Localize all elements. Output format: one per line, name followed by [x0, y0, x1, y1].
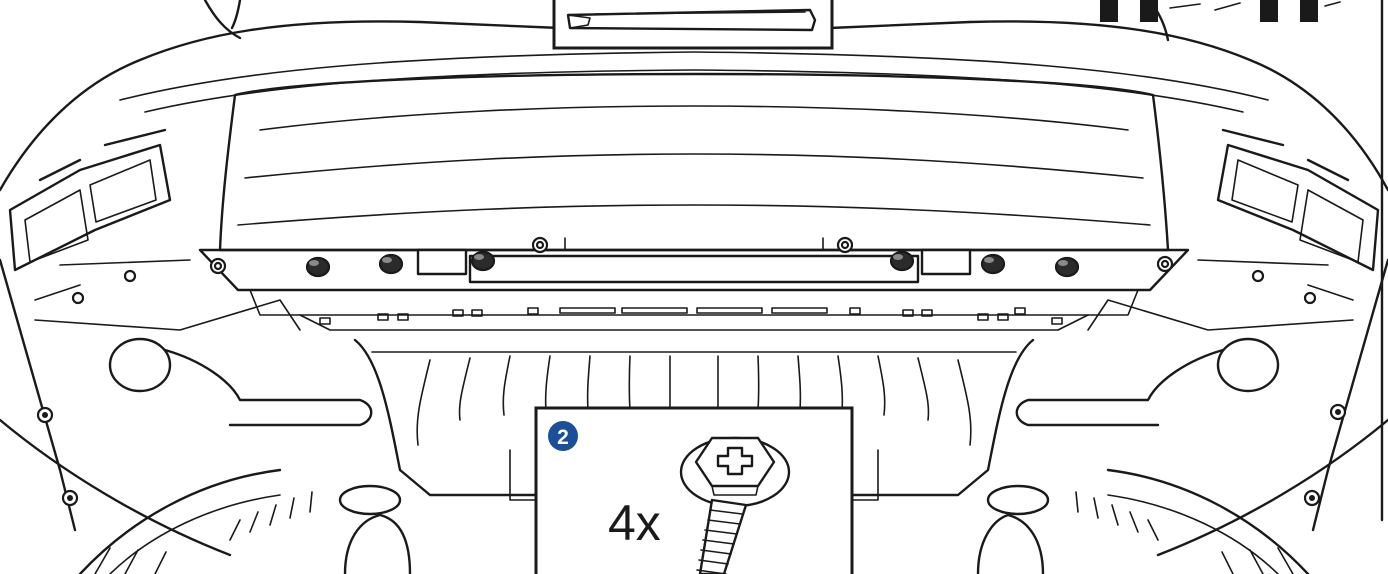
ring-clip — [531, 236, 549, 254]
exhaust-pipe-right — [1015, 259, 1354, 427]
side-screw-right-lower — [1303, 489, 1321, 507]
ring-clip — [209, 257, 227, 275]
step-badge: 2 — [548, 421, 578, 451]
exhaust-tip-right — [1216, 128, 1380, 272]
grommet — [305, 256, 331, 278]
tire-left — [78, 468, 412, 574]
step-number: 2 — [557, 426, 569, 449]
trim-removal-tool-icon — [566, 8, 817, 32]
grommet — [1054, 256, 1080, 278]
clips-callout — [1100, 0, 1384, 522]
exhaust-tip-left — [8, 128, 172, 272]
fascia-slots — [319, 307, 1063, 325]
grommet — [470, 250, 496, 272]
bumper-grommets — [209, 236, 1174, 278]
screw-callout: 2 4x — [534, 406, 854, 574]
tool-callout — [552, 0, 834, 50]
side-screw-left-upper — [36, 406, 54, 424]
car-body-outline — [0, 0, 1388, 557]
bumper-lower-fascia — [198, 237, 1190, 331]
tire-right — [976, 468, 1310, 574]
ring-clip — [1156, 255, 1174, 273]
phillips-flange-screw-icon — [679, 436, 791, 574]
grommet — [378, 253, 404, 275]
bumper-upper-panel — [218, 72, 1170, 252]
screw-quantity: 4x — [608, 495, 661, 551]
undertray — [353, 338, 1035, 501]
clip-icon — [1100, 0, 1341, 22]
exhaust-pipe-left — [34, 259, 373, 427]
side-screw-left-lower — [61, 489, 79, 507]
grommet — [980, 253, 1006, 275]
ring-clip — [836, 236, 854, 254]
grommet — [889, 250, 915, 272]
side-screw-right-upper — [1329, 403, 1347, 421]
